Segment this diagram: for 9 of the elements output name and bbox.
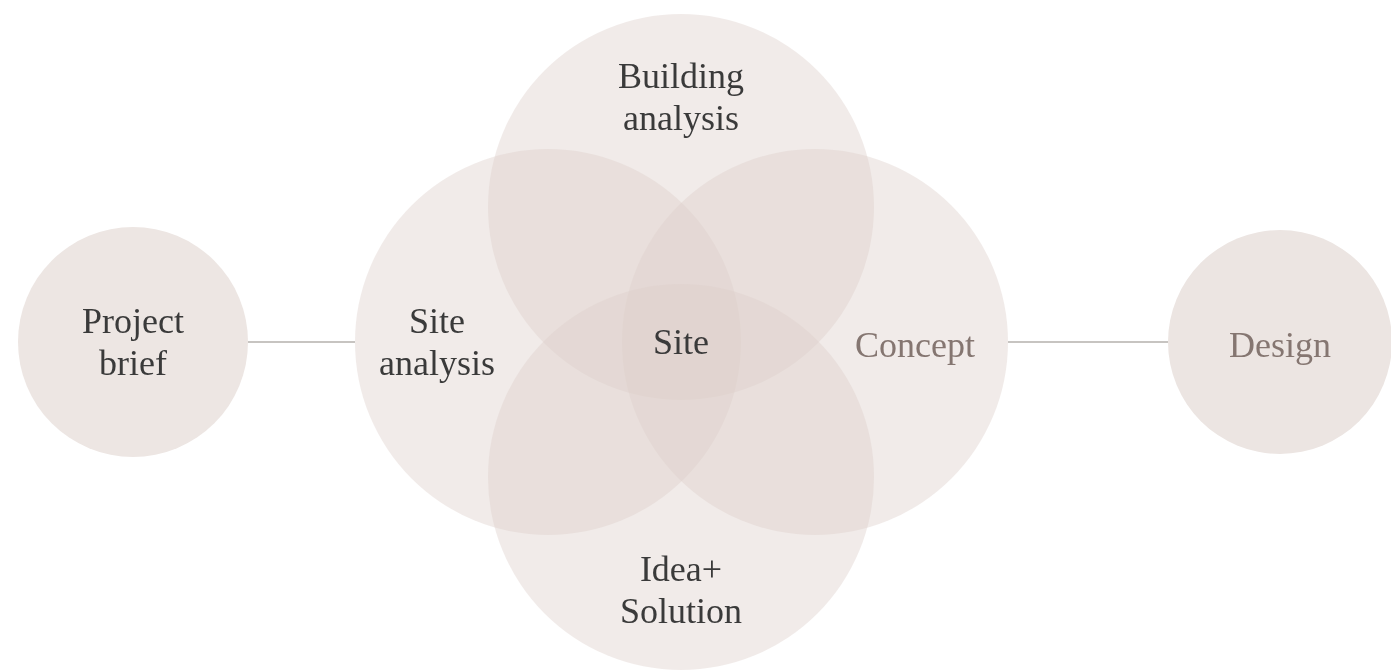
connector-line	[247, 341, 356, 343]
overlap-label: Site	[653, 321, 709, 363]
connector-line	[1007, 341, 1169, 343]
circle-label: Project brief	[81, 300, 185, 384]
circle-label: Site analysis	[378, 300, 496, 384]
circle-label: Idea+ Solution	[619, 548, 743, 632]
circle-label: Building analysis	[617, 55, 745, 139]
circle-label: Concept	[854, 324, 976, 366]
circle-label: Design	[1228, 324, 1332, 366]
